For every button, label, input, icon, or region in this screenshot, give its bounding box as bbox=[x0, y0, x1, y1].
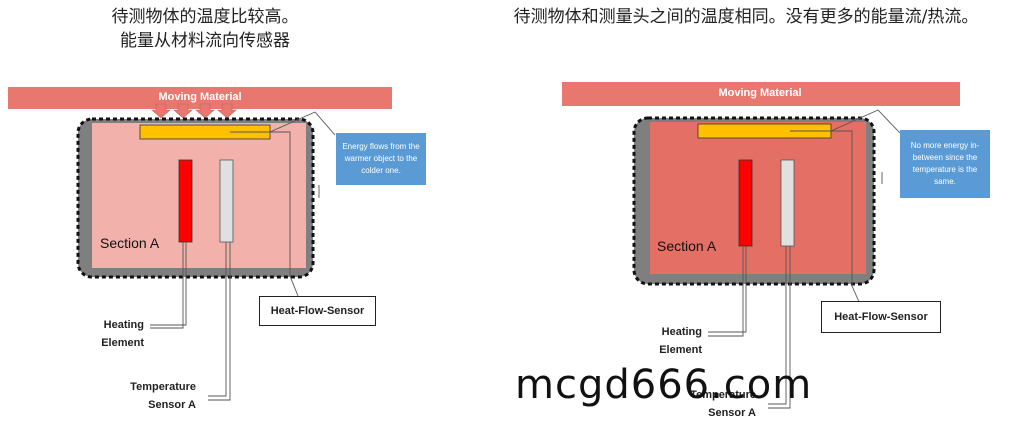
left-moving-material-bar bbox=[8, 87, 392, 109]
right-callout-leader bbox=[830, 109, 901, 134]
right-heating-label-line2: Element bbox=[659, 344, 702, 356]
left-temperature-sensor bbox=[219, 159, 234, 243]
left-section-area bbox=[92, 123, 306, 268]
right-temperature-sensor bbox=[780, 159, 795, 247]
right-temp-leader-2 bbox=[768, 246, 787, 405]
left-callout: Energy flows from the warmer object to t… bbox=[336, 133, 426, 185]
left-heating-label-line2: Element bbox=[101, 337, 144, 349]
left-heat-arrows bbox=[151, 103, 237, 119]
right-section-area bbox=[650, 122, 866, 274]
left-section-label: Section A bbox=[100, 235, 160, 251]
right-section-label: Section A bbox=[657, 238, 717, 254]
right-heating-element bbox=[738, 159, 753, 247]
left-temp-leader-2 bbox=[208, 242, 227, 397]
right-temp-leader bbox=[768, 246, 791, 409]
left-moving-material-label: Moving Material bbox=[158, 91, 242, 103]
right-temp-label-line1: Temperature bbox=[690, 389, 756, 401]
left-callout-leader bbox=[269, 111, 336, 136]
left-heating-leader bbox=[150, 242, 187, 326]
left-hfs-leader bbox=[230, 131, 299, 297]
right-callout: No more energy in-between since the temp… bbox=[900, 130, 990, 198]
right-temp-label-line2: Sensor A bbox=[708, 407, 756, 419]
right-heat-flow-sensor-label: Heat-Flow-Sensor bbox=[821, 301, 941, 333]
left-temp-label-line2: Sensor A bbox=[148, 399, 196, 411]
left-heating-label-line1: Heating bbox=[103, 319, 144, 331]
left-temp-label-line1: Temperature bbox=[130, 381, 196, 393]
left-caption-line1: 待测物体的温度比较高。 bbox=[111, 7, 299, 27]
right-moving-material-bar bbox=[562, 82, 960, 106]
right-heating-leader-2 bbox=[708, 246, 744, 337]
right-heating-label-line1: Heating bbox=[661, 326, 702, 338]
left-diagram bbox=[8, 87, 392, 401]
left-temp-leader bbox=[208, 242, 231, 401]
right-moving-material-label: Moving Material bbox=[718, 87, 802, 99]
right-diagram bbox=[562, 82, 960, 409]
left-caption-line2: 能量从材料流向传感器 bbox=[120, 31, 290, 51]
watermark-text: mcgd666.com bbox=[515, 362, 813, 408]
right-heating-leader bbox=[708, 246, 747, 333]
left-heating-element bbox=[178, 159, 193, 243]
right-caption: 待测物体和测量头之间的温度相同。没有更多的能量流/热流。 bbox=[513, 7, 979, 27]
right-hfs-leader bbox=[790, 130, 861, 305]
left-heat-flow-sensor-label: Heat-Flow-Sensor bbox=[259, 296, 376, 326]
left-heating-leader-2 bbox=[150, 242, 184, 329]
